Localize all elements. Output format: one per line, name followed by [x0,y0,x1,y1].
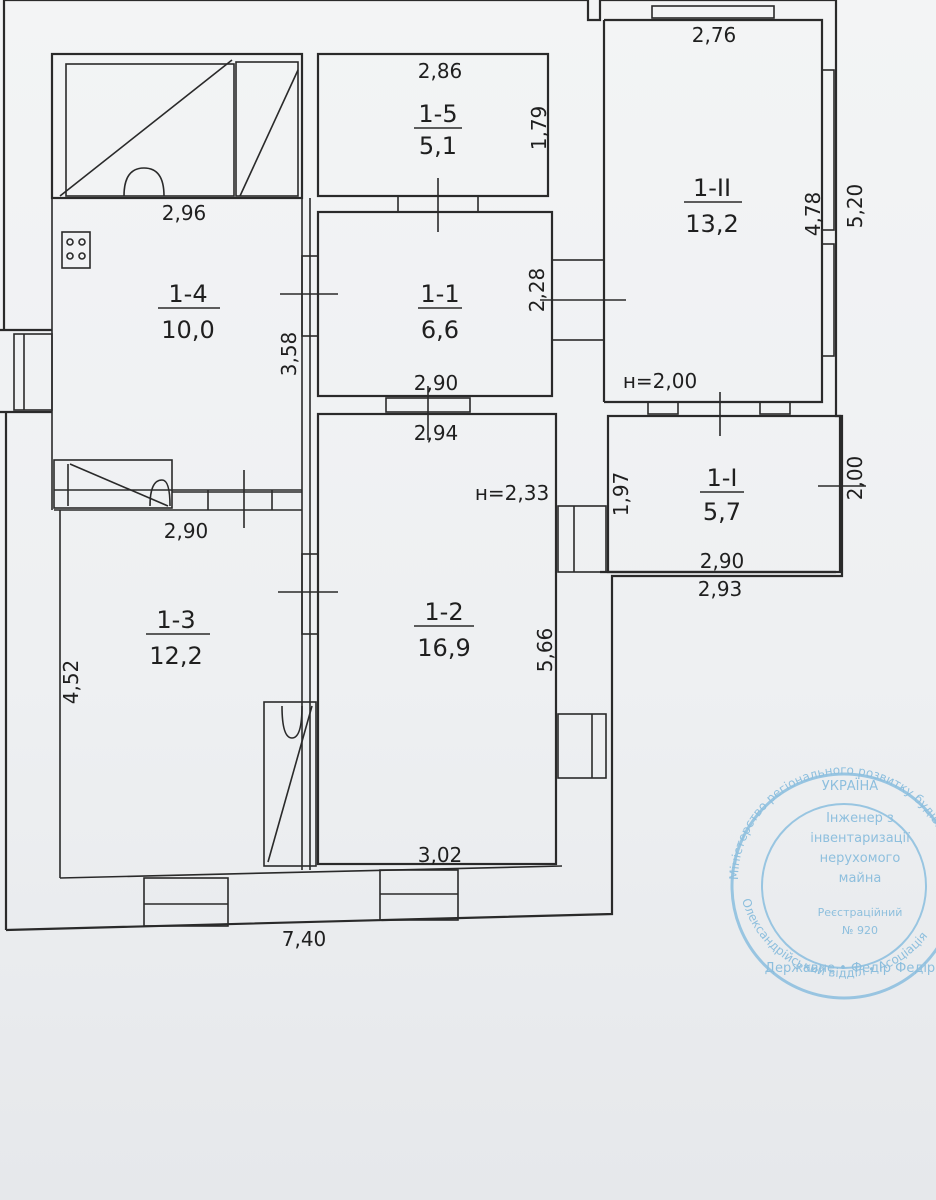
room-1-4-area: 10,0 [161,316,214,344]
stove-side [235,61,299,197]
door-1-II-1-I-b [759,401,791,415]
room-1-I-area: 5,7 [703,498,741,526]
window-bottom-2 [379,869,459,921]
gas-range-icon [61,231,91,269]
dim-7-40: 7,40 [282,927,327,951]
stamp-center-6: Реєстраційний [818,906,903,919]
room-1-5-area: 5,1 [419,132,457,160]
lower-stove-diagonal [69,463,169,507]
burner-3 [66,252,74,260]
stove-1-3 [263,701,317,867]
stamp-center-5: майна [839,871,882,886]
window-right-1 [821,69,835,231]
stove-box [65,63,235,197]
dim-5-20: 5,20 [843,184,867,229]
room-1-4-id: 1-4 [168,280,207,308]
room-1-II-id: 1-II [693,174,731,202]
window-top-right [651,5,775,19]
wall-bottom-inner [59,865,563,879]
door-1-4-1-1 [301,255,319,337]
lower-stove [53,459,173,509]
door-1-II-1-I-a [647,401,679,415]
burner-2 [78,238,86,246]
room-outline-left [50,52,563,879]
dim-2-28: 2,28 [525,268,549,313]
official-stamp: Міністерство регіонального розвитку буді… [0,0,936,1000]
burner-4 [78,252,86,260]
stove-1-3-arch [281,705,303,739]
room-outline-right [600,5,866,574]
room-1-2-outline [316,412,558,866]
height-2-33: н=2,33 [475,481,549,505]
room-1-I-id: 1-I [706,464,737,492]
stamp-inner-ring [761,803,927,969]
window-left-porch [13,333,53,411]
stove-arch [123,167,165,197]
stamp-outer-ring [730,772,936,1000]
room-1-1-id: 1-1 [420,280,459,308]
stamp-center-4: нерухомого [820,851,901,866]
stamp-center-3: інвентаризації [810,831,910,846]
dim-3-58: 3,58 [277,332,301,377]
room-1-2-area: 16,9 [417,634,470,662]
dim-2-90-top: 2,90 [414,371,459,395]
door-1-3-1-2 [301,553,319,635]
dim-4-52: 4,52 [59,660,83,705]
dim-2-00: 2,00 [843,456,867,501]
room-1-5-id: 1-5 [418,100,457,128]
stamp-center-8: Державне • Федір Федір [765,961,935,976]
burner-1 [66,238,74,246]
dim-2-86: 2,86 [418,59,463,83]
room-1-3-area: 12,2 [149,642,202,670]
dim-5-66: 5,66 [533,628,557,673]
room-1-II-area: 13,2 [685,210,738,238]
window-1-2-a [557,505,607,573]
stove-diagonal [59,59,233,197]
stamp-center-7: № 920 [842,924,878,937]
dim-1-97: 1,97 [609,472,633,517]
stove-side-diagonal [239,69,299,197]
outer-walls [0,0,844,932]
storage-box [50,52,304,200]
room-outline-middle [278,52,626,870]
height-2-00: н=2,00 [623,369,697,393]
outer-wall-outline [4,0,844,932]
room-labels: 1-5 5,1 1-4 10,0 1-1 6,6 1-II 13,2 1-I 5… [146,100,744,670]
dim-3-02: 3,02 [418,843,463,867]
dim-4-78: 4,78 [801,192,825,237]
stamp-center-2: Інженер з [826,811,894,826]
dim-1-79: 1,79 [527,106,551,151]
window-bottom-1 [143,877,229,927]
windows [13,333,607,927]
dim-2-90-left: 2,90 [164,519,209,543]
stamp-center-1: УКРАЇНА [822,778,878,794]
lower-stove-arch [149,479,171,507]
window-1-2-b [557,713,607,779]
room-1-2-id: 1-2 [424,598,463,626]
dim-2-94: 2,94 [414,421,459,445]
dim-2-96: 2,96 [162,201,207,225]
dim-2-76: 2,76 [692,23,737,47]
dimension-labels: 2,76 2,86 1,79 4,78 5,20 2,96 2,28 3,58 … [59,23,867,951]
window-right-2 [821,243,835,357]
room-1-3-id: 1-3 [156,606,195,634]
stove-1-3-diagonal [267,705,313,863]
room-1-1-area: 6,6 [421,316,459,344]
dim-2-93: 2,93 [698,577,743,601]
dim-2-90-right: 2,90 [700,549,745,573]
